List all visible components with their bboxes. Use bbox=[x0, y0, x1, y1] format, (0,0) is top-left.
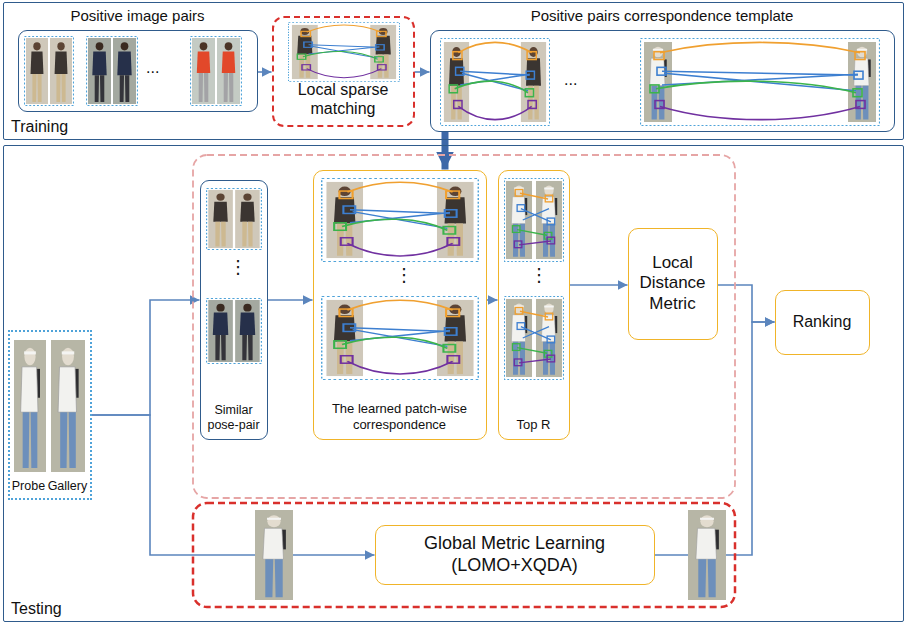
process-box: Ranking bbox=[775, 290, 870, 355]
flow-arrow bbox=[718, 285, 775, 322]
probe-image bbox=[14, 340, 46, 472]
local-branch-region bbox=[193, 155, 735, 498]
image-pair bbox=[24, 37, 73, 106]
flow-arrow bbox=[415, 71, 430, 73]
ellipsis: ... bbox=[146, 58, 159, 77]
image-pair bbox=[207, 298, 262, 363]
process-box: Global Metric Learning (LOMO+XQDA) bbox=[375, 525, 655, 585]
correspondence-figure bbox=[322, 178, 479, 261]
flow-arrow bbox=[570, 284, 628, 286]
box-label: Global Metric Learning (LOMO+XQDA) bbox=[380, 533, 650, 576]
probe-thumbnail bbox=[255, 510, 293, 600]
global-branch-region bbox=[193, 503, 735, 607]
flow-arrow bbox=[92, 415, 375, 555]
box-label: Gallery bbox=[48, 479, 88, 494]
top-match-figure bbox=[504, 296, 563, 379]
box-label: Ranking bbox=[793, 312, 852, 331]
image-pair bbox=[87, 37, 138, 106]
box-label: Top R bbox=[517, 417, 551, 433]
box-heading: Positive pairs correspondence template bbox=[391, 7, 907, 25]
vertical-ellipsis: ⋮ bbox=[395, 264, 413, 286]
highlight-box: Local sparse matching bbox=[272, 16, 415, 127]
box-label: Local Distance Metric bbox=[633, 253, 713, 314]
box-label: Similar pose-pair bbox=[204, 403, 264, 433]
correspondence-figure bbox=[440, 38, 549, 125]
box-label: Local sparse matching bbox=[277, 80, 410, 118]
group-box: Similar pose-pair bbox=[200, 180, 268, 440]
image-pair bbox=[191, 37, 242, 106]
vertical-ellipsis: ⋮ bbox=[530, 264, 548, 286]
correspondence-figure bbox=[322, 296, 479, 379]
box-heading: Positive image pairs bbox=[0, 7, 297, 25]
group-box: Positive pairs correspondence template bbox=[430, 30, 895, 132]
correspondence-figure bbox=[641, 38, 880, 125]
stage-title: Testing bbox=[11, 599, 62, 618]
stage-title: Training bbox=[11, 117, 68, 136]
top-match-figure bbox=[504, 178, 563, 261]
stage-panel: Training Positive image pairsLocal sparse… bbox=[3, 2, 904, 140]
process-box: Local Distance Metric bbox=[628, 228, 718, 340]
image-pair bbox=[207, 188, 262, 249]
flow-arrow bbox=[92, 300, 200, 415]
template-arrow bbox=[442, 132, 449, 170]
image-box: ProbeGallery bbox=[8, 330, 92, 500]
ellipsis: ... bbox=[564, 70, 577, 89]
stage-panel: Testing ProbeGallery Similar pose-pair The … bbox=[3, 145, 904, 622]
gallery-image bbox=[51, 340, 85, 472]
box-label: The learned patch-wise correspondence bbox=[317, 401, 483, 432]
flow-arrow bbox=[258, 71, 272, 73]
process-box: The learned patch-wise correspondence bbox=[313, 170, 487, 440]
vertical-ellipsis: ⋮ bbox=[229, 256, 247, 278]
flow-arrow bbox=[268, 299, 313, 301]
process-box: Top R bbox=[498, 170, 570, 440]
matching-figure bbox=[288, 22, 399, 81]
group-box: Positive image pairs bbox=[18, 30, 258, 112]
gallery-thumbnail bbox=[688, 510, 726, 600]
flow-arrow bbox=[487, 299, 498, 301]
box-label: Probe bbox=[12, 479, 45, 494]
